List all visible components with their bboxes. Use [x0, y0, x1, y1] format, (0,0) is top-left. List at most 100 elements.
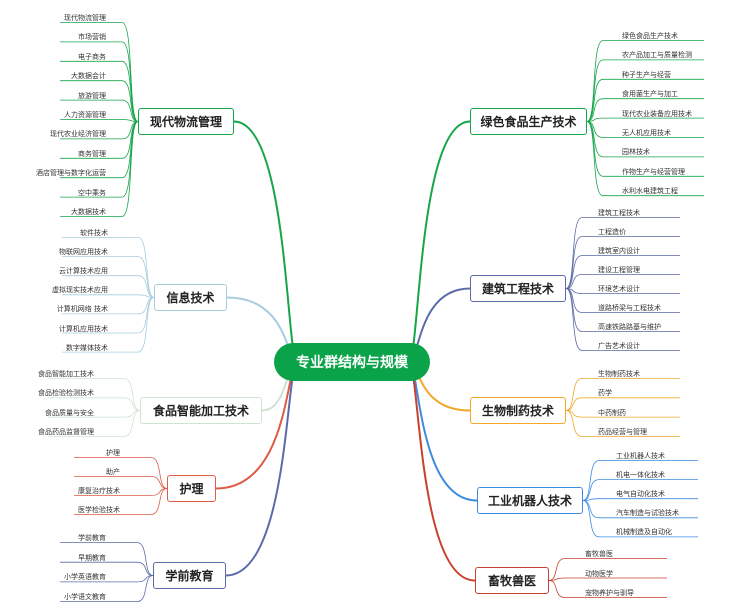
- leaf-item[interactable]: 旅游管理: [78, 91, 106, 100]
- leaf-item[interactable]: 护理: [106, 449, 120, 457]
- leaf-item[interactable]: 学前教育: [78, 534, 106, 542]
- leaf-item[interactable]: 药学: [598, 389, 612, 398]
- leaf-connector: [565, 378, 680, 411]
- branch-connector: [409, 120, 471, 363]
- leaf-connector: [586, 121, 704, 197]
- leaf-connector: [74, 488, 168, 515]
- leaf-item[interactable]: 现代农业经济管理: [50, 130, 106, 139]
- leaf-item[interactable]: 建设工程管理: [598, 266, 640, 274]
- leaf-connector: [60, 60, 139, 122]
- leaf-item[interactable]: 小学语文教育: [64, 593, 106, 602]
- branch-node[interactable]: 畜牧兽医: [475, 567, 549, 594]
- leaf-item[interactable]: 计算机应用技术: [59, 324, 108, 333]
- leaf-connector: [62, 256, 155, 298]
- leaf-connector: [548, 580, 667, 598]
- leaf-connector: [565, 288, 680, 351]
- leaf-item[interactable]: 绿色食品生产技术: [622, 32, 678, 40]
- leaf-item[interactable]: 小学英语教育: [64, 573, 106, 582]
- leaf-item[interactable]: 食品药品监督管理: [38, 427, 94, 436]
- leaf-item[interactable]: 园林技术: [622, 148, 650, 157]
- leaf-connector: [548, 558, 667, 581]
- leaf-item[interactable]: 高速铁路路基与维护: [598, 323, 661, 331]
- leaf-connector: [62, 297, 155, 353]
- leaf-item[interactable]: 机电一体化技术: [616, 471, 665, 480]
- leaf-item[interactable]: 中药制药: [598, 408, 626, 417]
- leaf-item[interactable]: 食品质量与安全: [45, 408, 94, 417]
- leaf-connector: [586, 59, 704, 122]
- leaf-item[interactable]: 物联网应用技术: [59, 248, 108, 257]
- leaf-item[interactable]: 计算机网络 技术: [56, 305, 108, 314]
- leaf-connector: [565, 236, 680, 289]
- leaf-connector: [48, 410, 141, 437]
- leaf-connector: [582, 498, 698, 501]
- leaf-item[interactable]: 工业机器人技术: [616, 452, 665, 460]
- leaf-connector: [74, 457, 168, 489]
- leaf-item[interactable]: 食品检验检测技术: [38, 389, 94, 398]
- branch-node[interactable]: 护理: [167, 475, 216, 502]
- leaf-item[interactable]: 现代农业装备应用技术: [622, 109, 692, 118]
- branch-node[interactable]: 学前教育: [153, 562, 226, 589]
- leaf-item[interactable]: 环境艺术设计: [598, 285, 640, 293]
- leaf-connector: [565, 274, 680, 289]
- leaf-item[interactable]: 工程造价: [598, 228, 626, 236]
- branch-node[interactable]: 现代物流管理: [138, 108, 234, 135]
- leaf-item[interactable]: 医学检验技术: [78, 506, 120, 514]
- leaf-item[interactable]: 水利水电建筑工程: [622, 187, 678, 196]
- leaf-item[interactable]: 现代物流管理: [64, 14, 106, 22]
- leaf-item[interactable]: 商务管理: [78, 149, 106, 158]
- leaf-item[interactable]: 食用菌生产与加工: [622, 90, 678, 99]
- branch-node[interactable]: 食品智能加工技术: [140, 397, 262, 424]
- branch-node[interactable]: 绿色食品生产技术: [470, 108, 587, 135]
- central-topic[interactable]: 专业群结构与规模: [274, 343, 430, 381]
- leaf-item[interactable]: 空中乘务: [78, 188, 106, 197]
- leaf-item[interactable]: 数字媒体技术: [66, 343, 108, 352]
- leaf-item[interactable]: 道路桥梁与工程技术: [598, 304, 661, 312]
- leaf-item[interactable]: 酒店管理与数字化运营: [36, 169, 106, 178]
- leaf-item[interactable]: 农产品加工与质量检测: [622, 51, 692, 60]
- leaf-item[interactable]: 软件技术: [80, 229, 108, 237]
- branch-connector: [233, 120, 297, 363]
- branch-node[interactable]: 生物制药技术: [470, 397, 566, 424]
- leaf-item[interactable]: 种子生产与经营: [622, 70, 671, 79]
- leaf-item[interactable]: 无人机应用技术: [622, 129, 671, 137]
- leaf-item[interactable]: 宠物养护与驯导: [585, 589, 634, 597]
- leaf-connector: [586, 98, 704, 122]
- leaf-item[interactable]: 云计算技术应用: [59, 267, 108, 276]
- leaf-item[interactable]: 虚拟现实技术应用: [52, 286, 108, 295]
- leaf-connector: [74, 476, 168, 489]
- leaf-item[interactable]: 人力资源管理: [64, 111, 106, 119]
- leaf-item[interactable]: 大数据技术: [71, 208, 106, 216]
- leaf-item[interactable]: 畜牧兽医: [585, 550, 613, 558]
- leaf-item[interactable]: 药品经营与管理: [598, 427, 647, 436]
- leaf-item[interactable]: 电子商务: [78, 52, 106, 61]
- leaf-connector: [62, 237, 155, 298]
- leaf-item[interactable]: 大数据会计: [71, 72, 106, 81]
- leaf-item[interactable]: 建筑工程技术: [598, 209, 640, 217]
- branch-node[interactable]: 工业机器人技术: [477, 487, 583, 514]
- leaf-item[interactable]: 动物医学: [585, 569, 613, 578]
- leaf-item[interactable]: 建筑室内设计: [598, 247, 640, 255]
- leaf-item[interactable]: 食品智能加工技术: [38, 370, 94, 378]
- branch-node[interactable]: 信息技术: [154, 284, 227, 311]
- leaf-item[interactable]: 汽车制造与试验技术: [616, 509, 679, 518]
- leaf-item[interactable]: 助产: [106, 468, 120, 476]
- leaf-connector: [565, 255, 680, 289]
- branch-connector: [215, 361, 297, 490]
- leaf-connector: [48, 410, 141, 418]
- leaf-item[interactable]: 康复治疗技术: [78, 487, 120, 495]
- leaf-connector: [586, 78, 704, 122]
- leaf-item[interactable]: 早期教育: [78, 553, 106, 562]
- leaf-item[interactable]: 作物生产与经营管理: [622, 167, 685, 176]
- leaf-connector: [62, 275, 155, 298]
- leaf-item[interactable]: 生物制药技术: [598, 370, 640, 378]
- leaf-item[interactable]: 机械制造及自动化: [616, 528, 672, 537]
- leaf-connector: [60, 575, 154, 583]
- leaf-connector: [60, 99, 139, 122]
- leaf-connector: [74, 488, 168, 496]
- leaf-connector: [565, 288, 680, 294]
- leaf-connector: [48, 397, 141, 411]
- branch-node[interactable]: 建筑工程技术: [470, 275, 566, 302]
- leaf-item[interactable]: 广告艺术设计: [598, 342, 640, 350]
- leaf-item[interactable]: 市场营销: [78, 33, 106, 42]
- leaf-item[interactable]: 电气自动化技术: [616, 490, 665, 499]
